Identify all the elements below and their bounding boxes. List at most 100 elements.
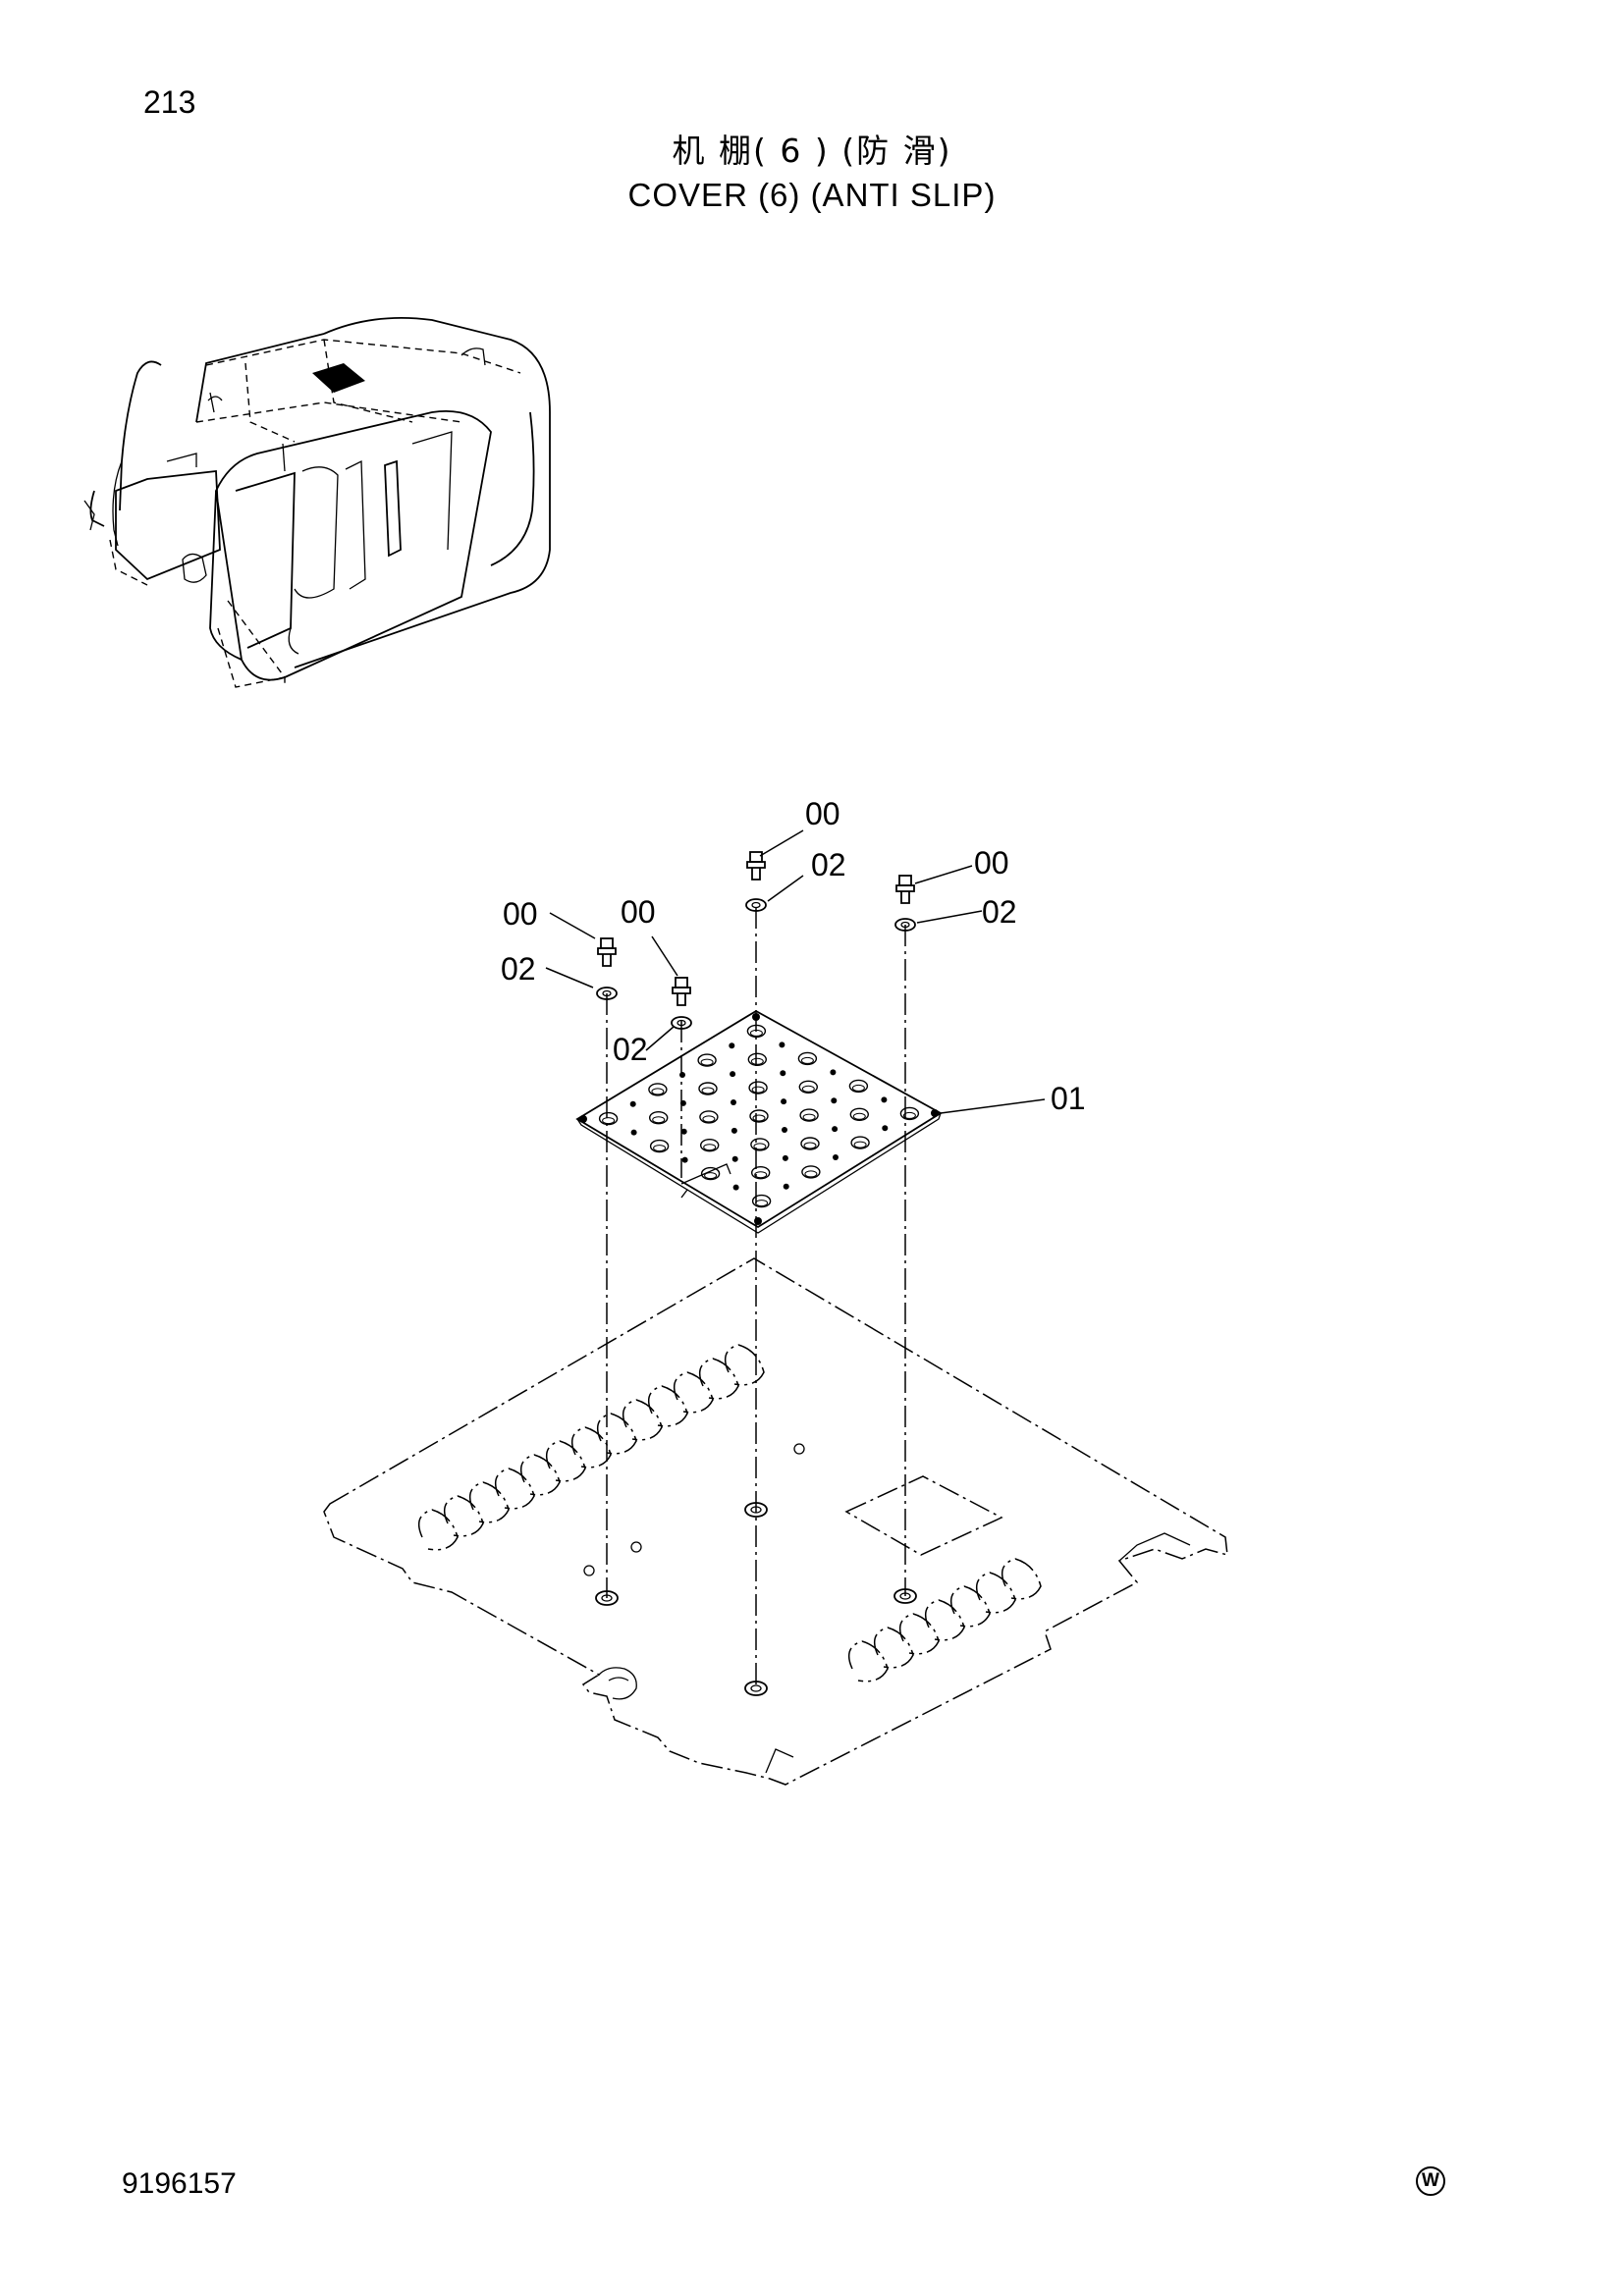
- callout-washer-center: 02: [811, 847, 846, 882]
- plate-dimples: [598, 1024, 920, 1208]
- plate-dimple-inner: [602, 1117, 616, 1125]
- callout-bolt-right: 00: [974, 845, 1009, 881]
- plate-dimple-inner: [701, 1087, 715, 1095]
- plate-dimple: [698, 1082, 718, 1095]
- plate-dimple-inner: [704, 1172, 718, 1180]
- plate-dimple: [799, 1108, 819, 1122]
- plate-dimple-inner: [751, 1086, 765, 1094]
- slot-row-lower: [847, 1558, 1042, 1682]
- plate-dimple-inner: [804, 1170, 818, 1178]
- document-number: 9196157: [122, 2167, 237, 2200]
- plate-hole: [780, 1070, 786, 1077]
- bolt-mid-left: [672, 977, 691, 1006]
- callout-washer-left: 02: [501, 951, 536, 987]
- washer-left: [596, 987, 618, 1000]
- washer-center: [745, 898, 767, 912]
- page-number: 213: [143, 84, 196, 120]
- washer-right: [894, 918, 916, 932]
- slot-row-upper: [417, 1344, 765, 1551]
- plate-dimple: [849, 1107, 869, 1122]
- plate-hole: [680, 1128, 687, 1135]
- plate-dimple-inner: [752, 1114, 766, 1122]
- plate-hole: [833, 1154, 839, 1160]
- plate-dimple-inner: [750, 1057, 764, 1065]
- callout-bolt-center: 00: [805, 796, 840, 831]
- plate-hole: [882, 1125, 889, 1132]
- plate-hole: [783, 1183, 789, 1190]
- plate-dimple-inner: [755, 1200, 769, 1207]
- plate-dimple-inner: [702, 1115, 716, 1123]
- plate-dimple-inner: [651, 1088, 665, 1095]
- washer-mid-left: [671, 1016, 692, 1030]
- plate-dimple: [649, 1139, 670, 1153]
- plate-hole: [729, 1042, 735, 1049]
- plate-dimple-inner: [852, 1112, 866, 1120]
- bolt-right: [895, 875, 915, 904]
- callout-bolt-left: 00: [503, 896, 538, 932]
- plate-dimple: [648, 1083, 668, 1096]
- plate-dimple-inner: [801, 1085, 815, 1093]
- plate-dimple: [748, 1081, 768, 1095]
- plate-dimple: [750, 1138, 770, 1151]
- plate-hole: [732, 1184, 739, 1191]
- title-chinese: 机 棚( 6 ) (防 滑): [672, 132, 952, 170]
- callout-bolt-mid-left: 00: [621, 894, 656, 930]
- plate-dimple: [850, 1136, 870, 1149]
- plate-dimple: [801, 1165, 821, 1179]
- plate-hole: [782, 1154, 788, 1161]
- machine-overview: [83, 316, 551, 688]
- plate-dimple: [798, 1080, 818, 1095]
- plate-dimple-inner: [703, 1144, 717, 1151]
- callout-plate: 01: [1051, 1081, 1086, 1116]
- plate-dimple-inner: [902, 1111, 916, 1119]
- plate-dimple: [848, 1079, 869, 1094]
- plate-hole: [779, 1041, 785, 1048]
- plate-dimple: [649, 1110, 669, 1125]
- title-english: COVER (6) (ANTI SLIP): [627, 177, 997, 213]
- plate-dimple: [699, 1110, 719, 1124]
- plate-hole: [731, 1099, 736, 1105]
- plate-dimple: [749, 1109, 769, 1123]
- plate-dimple: [800, 1137, 820, 1150]
- floor-cover-plate: [323, 1257, 1228, 1786]
- plate-hole: [731, 1155, 738, 1162]
- plate-dimple: [598, 1111, 619, 1126]
- bolt-center: [746, 851, 766, 881]
- plate-dimple-inner: [700, 1058, 714, 1066]
- plate-dimple-inner: [851, 1084, 865, 1092]
- plate-hole: [782, 1127, 787, 1133]
- plate-hole: [830, 1069, 837, 1076]
- plate-dimple-inner: [652, 1116, 666, 1124]
- plate-hole: [832, 1126, 839, 1133]
- plate-hole: [629, 1100, 636, 1107]
- plate-hole: [730, 1071, 736, 1078]
- plate-dimple: [751, 1165, 771, 1180]
- plate-dimple: [700, 1138, 720, 1152]
- plate-hole: [731, 1127, 737, 1134]
- title-block: 机 棚( 6 ) (防 滑) COVER (6) (ANTI SLIP): [0, 130, 1624, 218]
- callout-washer-right: 02: [982, 894, 1017, 930]
- plate-hole: [630, 1129, 637, 1136]
- plate-dimple-inner: [653, 1145, 667, 1152]
- plate-dimple-inner: [754, 1171, 768, 1179]
- plate-dimple: [747, 1052, 767, 1067]
- plate-dimple-inner: [800, 1056, 814, 1064]
- plate-hole: [781, 1098, 787, 1105]
- bolt-left: [597, 937, 617, 967]
- plate-dimple: [700, 1166, 721, 1181]
- plate-dimple-inner: [753, 1143, 767, 1150]
- plate-hole: [679, 1072, 685, 1078]
- plate-hole: [681, 1156, 688, 1163]
- exploded-view: 00 02 00 02 00 02 00 02 01: [323, 796, 1228, 1786]
- plate-dimple-inner: [853, 1141, 867, 1148]
- plate-dimple: [697, 1053, 717, 1067]
- callout-washer-mid-left: 02: [613, 1032, 648, 1067]
- plate-dimple-inner: [802, 1113, 816, 1121]
- manufacturer-logo-mark: W: [1416, 2166, 1445, 2196]
- plate-dimple: [751, 1194, 772, 1208]
- plate-hole: [881, 1096, 888, 1103]
- plate-dimple-inner: [803, 1142, 817, 1149]
- plate-hole: [831, 1097, 838, 1104]
- plate-dimple: [899, 1106, 920, 1121]
